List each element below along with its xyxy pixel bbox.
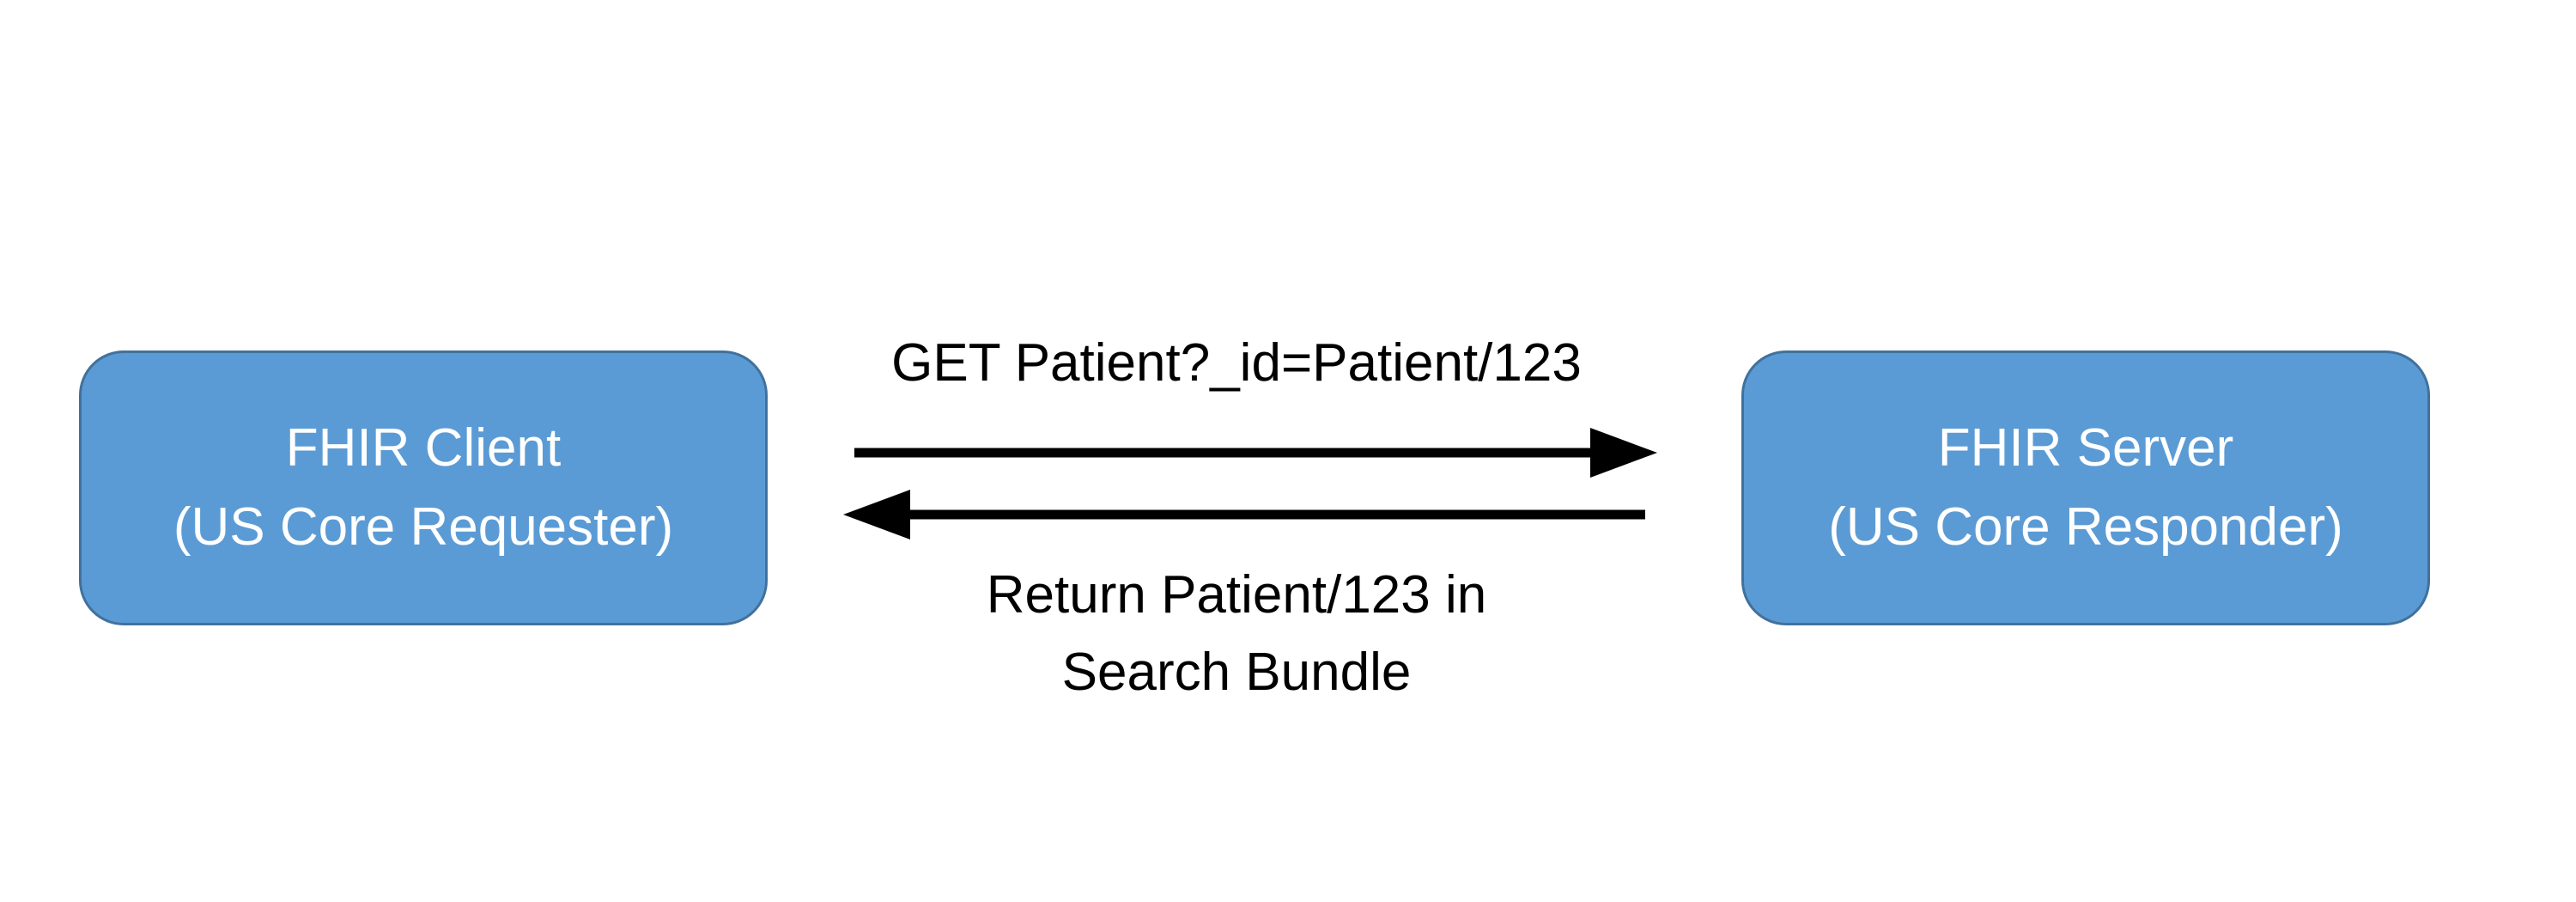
- fhir-server-node: FHIR Server (US Core Responder): [1741, 350, 2430, 625]
- response-label: Return Patient/123 in Search Bundle: [824, 557, 1649, 711]
- request-label: GET Patient?_id=Patient/123: [891, 333, 1582, 393]
- fhir-client-node: FHIR Client (US Core Requester): [79, 350, 768, 625]
- fhir-client-title: FHIR Client: [285, 418, 562, 478]
- response-arrow-head: [843, 490, 910, 539]
- response-label-line-2: Search Bundle: [1061, 643, 1412, 702]
- response-label-line-1: Return Patient/123 in: [986, 565, 1487, 625]
- request-arrow-head: [1590, 428, 1657, 478]
- response-arrow: [843, 490, 1645, 539]
- fhir-server-title: FHIR Server: [1937, 418, 2234, 478]
- request-arrow: [854, 428, 1657, 478]
- fhir-client-role: (US Core Requester): [173, 497, 674, 557]
- fhir-server-role: (US Core Responder): [1828, 497, 2343, 557]
